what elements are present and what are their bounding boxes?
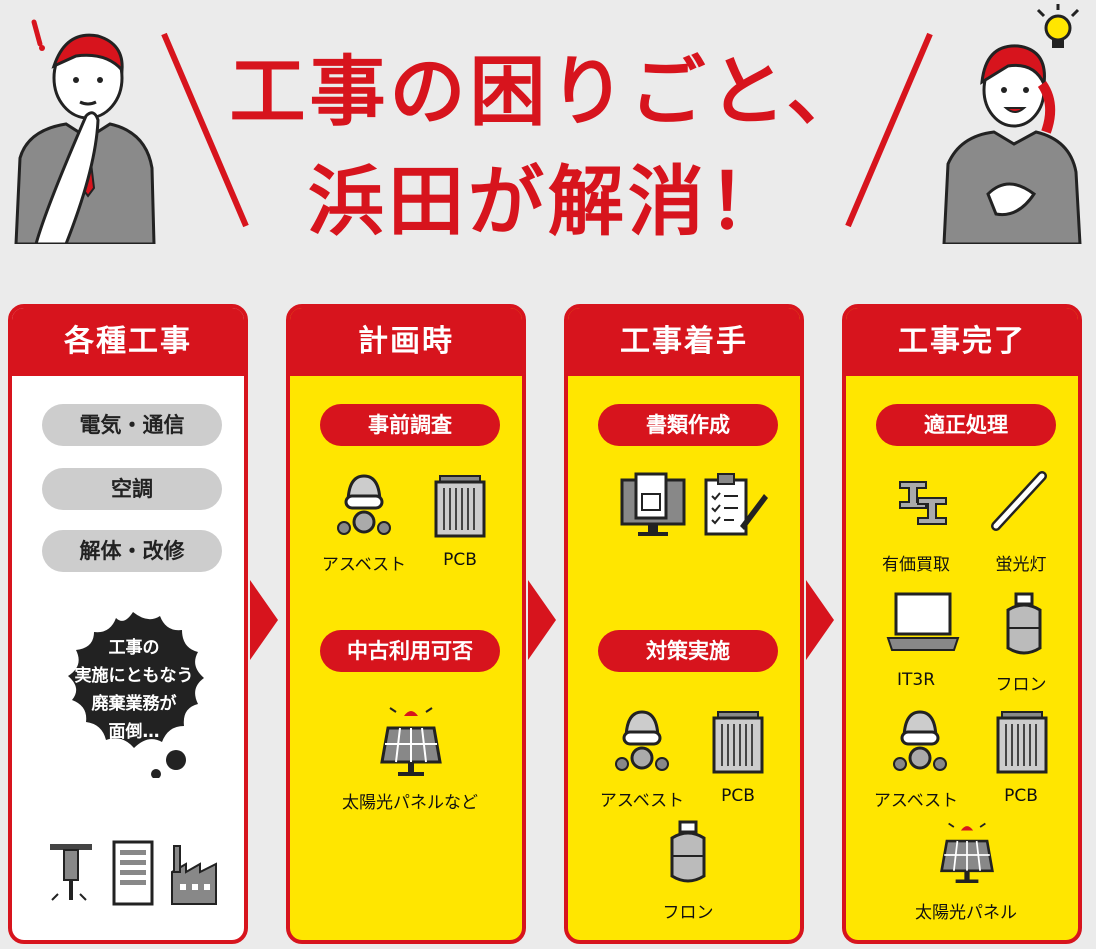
checklist-icon [704, 473, 768, 536]
item-label: アスベスト [873, 791, 959, 811]
gas-cylinder-icon [670, 820, 706, 883]
slash-left-decoration [161, 32, 249, 228]
column-construction-start: 工事着手 書類作成 対策実施 アスベスト PCB フロン [564, 304, 804, 944]
jackhammer-icon [50, 844, 92, 901]
headline-line-1: 工事の困りごと、 [229, 47, 867, 136]
item-label: アスベスト [321, 555, 407, 575]
laptop-icon [886, 592, 960, 651]
solar-panel-icon [940, 822, 994, 883]
category-electric: 電気・通信 [42, 404, 222, 446]
bubble-line: 工事の [108, 638, 160, 658]
transformer-icon [996, 711, 1048, 774]
thinking-man-illustration [14, 19, 156, 244]
fluorescent-tube-icon [991, 471, 1047, 531]
section-countermeasures: 対策実施 [598, 630, 778, 672]
gas-mask-icon [615, 710, 669, 771]
item-label: IT3R [896, 670, 936, 690]
item-label: 太陽光パネル [915, 903, 1017, 923]
section-proper-disposal: 適正処理 [876, 404, 1056, 446]
gas-mask-icon [337, 474, 391, 535]
section-reuse-check: 中古利用可否 [320, 630, 500, 672]
column-planning: 計画時 事前調査 アスベスト PCB 中古利用可否 太陽光パネルなど [286, 304, 526, 944]
column-construction-types: 各種工事 電気・通信 空調 解体・改修 工事の 実施にともなう 廃棄業務が 面倒… [8, 304, 248, 944]
item-label: PCB [1004, 786, 1038, 806]
column-title: 各種工事 [12, 308, 244, 376]
gas-mask-icon [893, 710, 947, 771]
steel-beam-icon [899, 481, 947, 525]
section-pre-survey: 事前調査 [320, 404, 500, 446]
section-documents: 書類作成 [598, 404, 778, 446]
speech-bubble-blob [68, 612, 204, 778]
slash-right-decoration [845, 32, 933, 228]
category-demolition: 解体・改修 [42, 530, 222, 572]
item-label: アスベスト [599, 791, 685, 811]
headline-line-2: 浜田が解消！ [308, 157, 788, 246]
factory-icon [171, 845, 217, 905]
gas-cylinder-icon [1006, 592, 1042, 655]
column-title: 工事完了 [846, 308, 1078, 376]
bubble-line: 廃棄業務が [91, 694, 177, 714]
arrow-right-icon [806, 580, 834, 660]
building-icon [112, 840, 154, 906]
item-label: 蛍光灯 [995, 555, 1047, 575]
idea-woman-illustration [942, 4, 1082, 244]
bubble-line: 実施にともなう [74, 666, 194, 686]
category-aircon: 空調 [42, 468, 222, 510]
column-title: 工事着手 [568, 308, 800, 376]
item-label: PCB [721, 786, 755, 806]
computer-document-icon [620, 472, 686, 536]
column-construction-complete: 工事完了 適正処理 有価買取 蛍光灯 IT3R フロン アスベスト PCB [842, 304, 1082, 944]
item-label: 太陽光パネルなど [342, 793, 478, 813]
solar-panel-icon [380, 707, 442, 776]
transformer-icon [434, 475, 486, 538]
item-label: 有価買取 [882, 555, 950, 575]
transformer-icon [712, 711, 764, 774]
item-label: PCB [443, 550, 477, 570]
item-label: フロン [662, 903, 714, 923]
arrow-right-icon [250, 580, 278, 660]
headline: 工事の困りごと、 浜田が解消！ [0, 0, 1096, 260]
arrow-right-icon [528, 580, 556, 660]
bubble-line: 面倒… [108, 722, 160, 742]
column-title: 計画時 [290, 308, 522, 376]
item-label: フロン [995, 675, 1047, 695]
speech-bubble-text: 工事の 実施にともなう 廃棄業務が 面倒… [52, 634, 216, 746]
